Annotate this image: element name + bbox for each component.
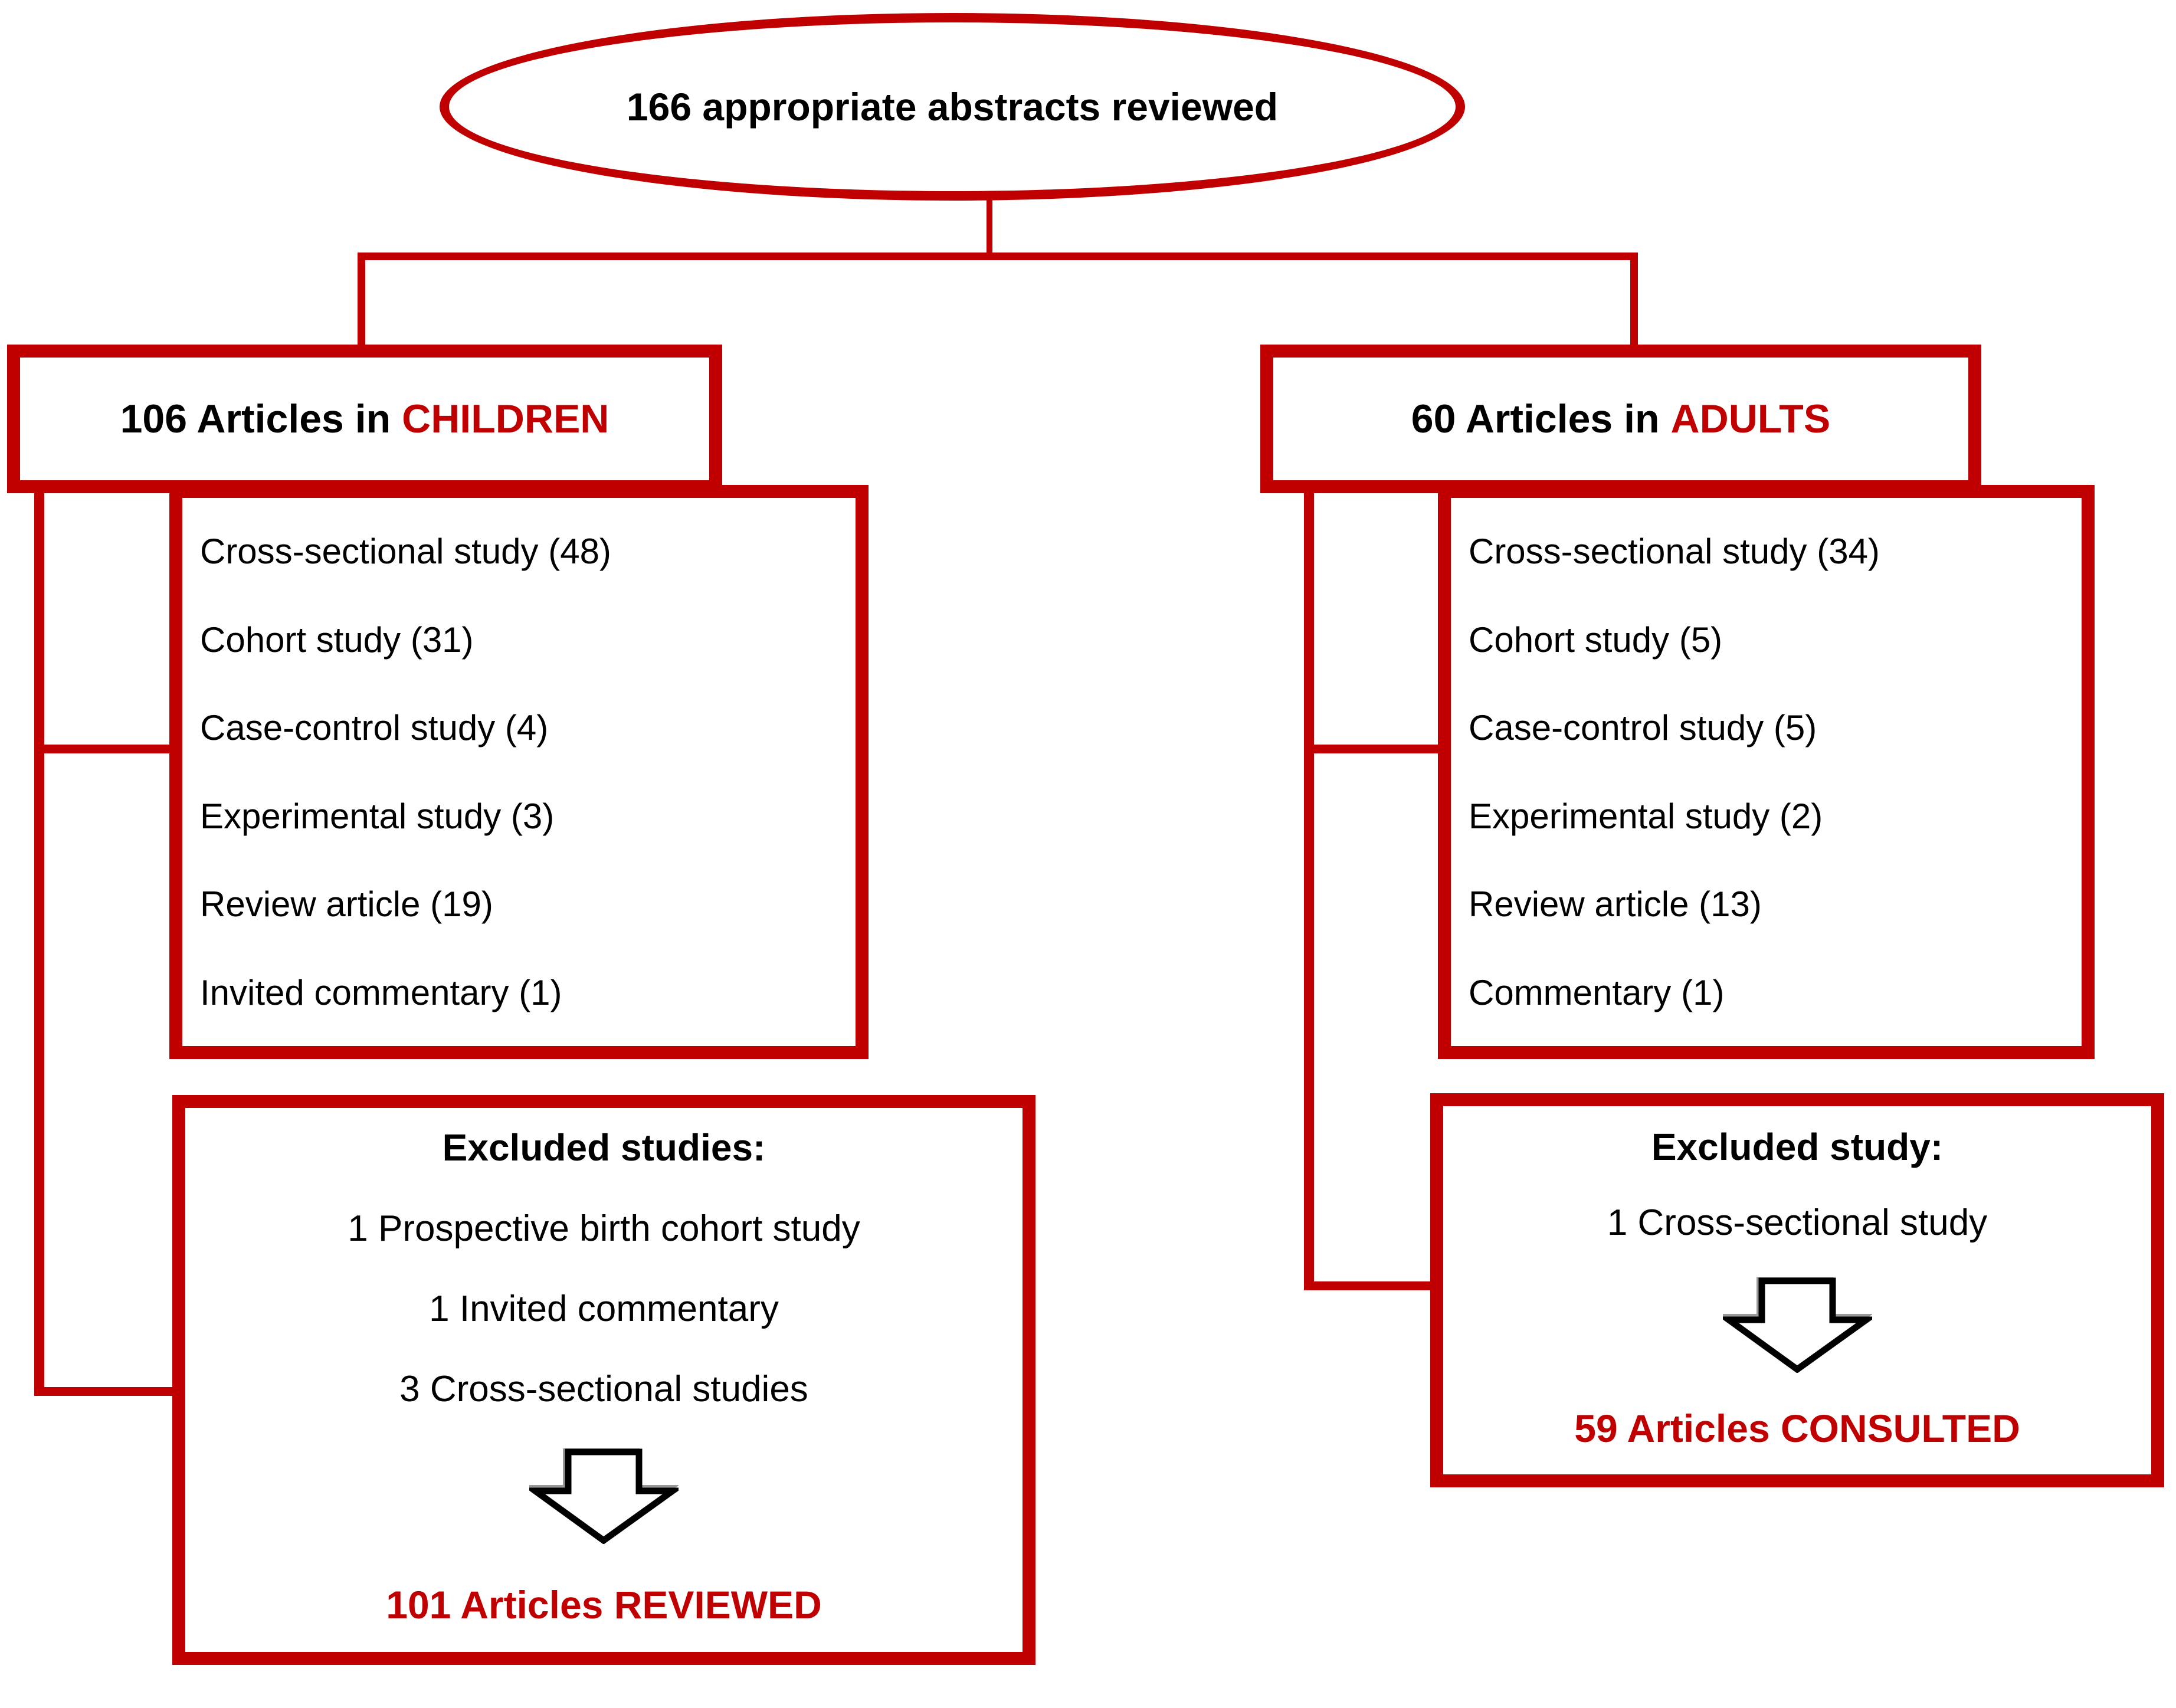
study-type-item: Cross-sectional study (34) — [1469, 532, 1880, 572]
adults-group-label: ADULTS — [1670, 396, 1831, 441]
children-count-label: 106 Articles in — [120, 396, 391, 441]
children-header-box: 106 Articles in CHILDREN — [7, 345, 722, 493]
children-excluded-box: Excluded studies: 1 Prospective birth co… — [172, 1095, 1035, 1665]
connector-adults-branch-studies — [1304, 745, 1441, 753]
study-type-item: Cross-sectional study (48) — [200, 532, 611, 572]
adults-excluded-box: Excluded study: 1 Cross-sectional study … — [1430, 1093, 2164, 1487]
children-group-label: CHILDREN — [402, 396, 609, 441]
connector-children-bracket — [34, 492, 44, 1396]
connector-children-branch-excluded — [34, 1387, 175, 1396]
excluded-item: 1 Invited commentary — [429, 1289, 779, 1329]
excluded-item: 1 Prospective birth cohort study — [348, 1208, 860, 1249]
root-label: 166 appropriate abstracts reviewed — [626, 85, 1279, 129]
excluded-result-label: 59 Articles CONSULTED — [1574, 1406, 2020, 1450]
connector-children-branch-studies — [34, 745, 172, 753]
study-type-item: Case-control study (5) — [1469, 708, 1817, 748]
connector-adults-branch-excluded — [1304, 1281, 1434, 1290]
excluded-title: Excluded study: — [1651, 1126, 1944, 1168]
study-type-item: Experimental study (2) — [1469, 796, 1823, 836]
connector-adults-drop — [1630, 253, 1638, 347]
study-type-item: Invited commentary (1) — [200, 972, 562, 1012]
study-type-item: Review article (13) — [1469, 884, 1762, 925]
excluded-item: 3 Cross-sectional studies — [399, 1369, 808, 1409]
connector-adults-bracket — [1304, 492, 1314, 1290]
study-type-item: Review article (19) — [200, 884, 493, 925]
excluded-result-label: 101 Articles REVIEWED — [386, 1583, 822, 1627]
connector-top-horizontal — [358, 253, 1638, 260]
adults-study-types-box: Cross-sectional study (34) Cohort study … — [1438, 485, 2095, 1059]
study-type-item: Cohort study (5) — [1469, 619, 1723, 660]
connector-root-stem — [987, 199, 992, 256]
excluded-title: Excluded studies: — [442, 1126, 766, 1169]
root-node: 166 appropriate abstracts reviewed — [440, 13, 1465, 201]
study-type-item: Experimental study (3) — [200, 796, 555, 836]
adults-header-box: 60 Articles in ADULTS — [1260, 345, 1981, 493]
down-arrow-icon — [523, 1446, 683, 1545]
excluded-item: 1 Cross-sectional study — [1607, 1202, 1988, 1244]
down-arrow-icon — [1717, 1274, 1876, 1373]
study-type-item: Case-control study (4) — [200, 708, 549, 748]
connector-children-drop — [358, 253, 365, 347]
study-type-item: Cohort study (31) — [200, 619, 474, 660]
study-type-item: Commentary (1) — [1469, 972, 1725, 1012]
adults-count-label: 60 Articles in — [1411, 396, 1660, 441]
children-study-types-box: Cross-sectional study (48) Cohort study … — [169, 485, 869, 1059]
